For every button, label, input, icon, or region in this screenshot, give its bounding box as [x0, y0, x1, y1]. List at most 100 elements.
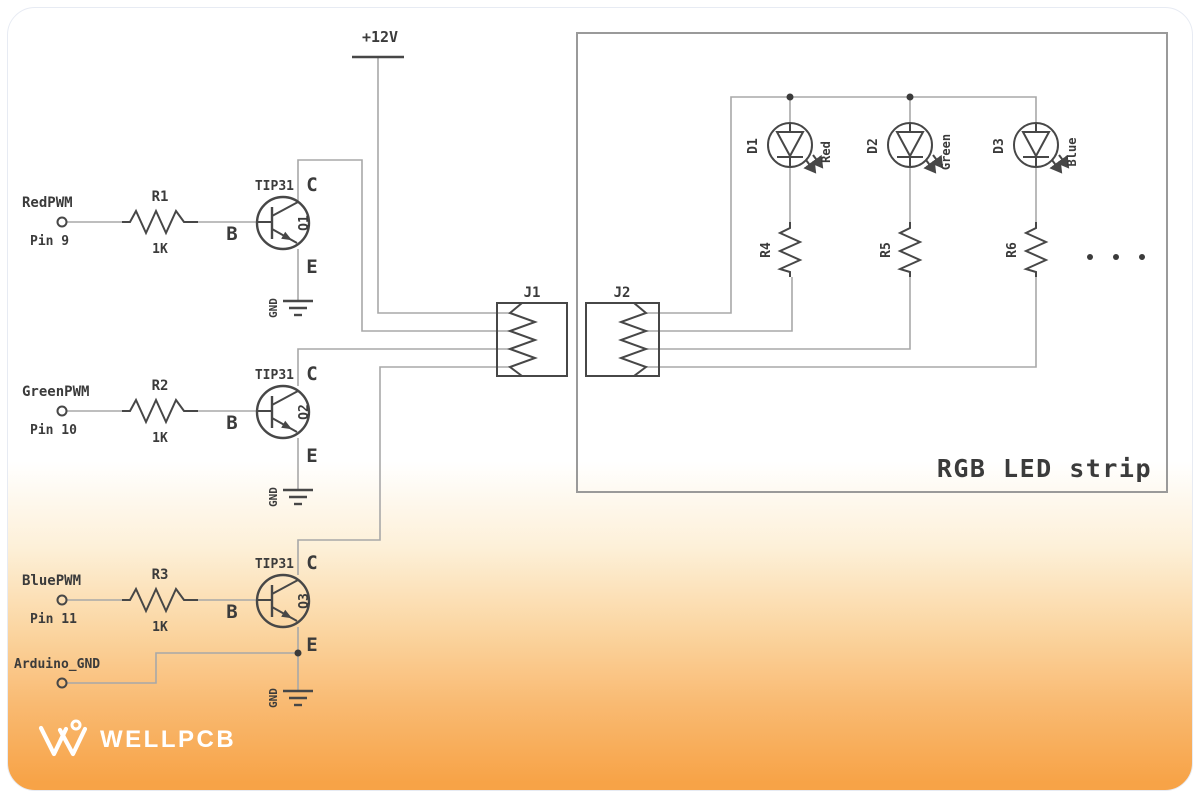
d3-ref: D3: [992, 138, 1007, 154]
wire-j2-to-r6: [659, 277, 1037, 368]
logo-dot: [70, 719, 82, 731]
arduino-gnd-terminal: [56, 677, 68, 689]
r5-ref: R5: [879, 242, 894, 258]
wire-j1-stubs: [497, 312, 512, 368]
led-emission-arrow: [923, 159, 937, 174]
led-emission-arrow: [810, 154, 824, 169]
q2-ref: Q2: [297, 404, 312, 420]
power-label: +12V: [362, 28, 398, 46]
q3-type-label: TIP31: [255, 557, 294, 572]
q2-type-label: TIP31: [255, 368, 294, 383]
q1-base-label: B: [226, 223, 237, 245]
led-circle: [887, 122, 933, 168]
r2-ref: R2: [152, 378, 169, 394]
led-circle: [1013, 122, 1059, 168]
led-d3: D3 Blue R6: [992, 122, 1079, 277]
r3-value: 1K: [152, 620, 168, 635]
gnd-symbol-q2: [283, 488, 313, 506]
r3-ref: R3: [152, 567, 169, 583]
resistor-r4: [777, 222, 803, 277]
r2-value: 1K: [152, 431, 168, 446]
dot: [1087, 254, 1093, 260]
wire-j2-to-r5: [659, 277, 911, 350]
q1-gnd-label: GND: [267, 298, 280, 318]
wire-arduino-gnd: [67, 652, 296, 684]
pin9-label: Pin 9: [30, 234, 69, 249]
wire-q2-collector-to-j1: [297, 348, 497, 386]
q2-emitter-arrow: [281, 420, 292, 430]
wire-j2-stubs: [644, 312, 659, 368]
q3-gnd-label: GND: [267, 688, 280, 708]
q1-emitter-arrow: [281, 231, 292, 241]
resistor-r1: [122, 208, 198, 236]
led-triangle: [895, 131, 925, 159]
led-triangle: [1021, 131, 1051, 159]
resistor-r3: [122, 586, 198, 614]
j2-pins-zigzag: [618, 302, 649, 377]
bluepwm-terminal: [56, 594, 68, 606]
j1-body: [496, 302, 568, 377]
q1-type-label: TIP31: [255, 179, 294, 194]
q2-gnd-label: GND: [267, 487, 280, 507]
led-strip-title: RGB LED strip: [937, 454, 1152, 483]
d1-ref: D1: [746, 138, 761, 154]
q3-collector-arm: [271, 579, 299, 595]
q3-ref: Q3: [297, 593, 312, 609]
greenpwm-terminal: [56, 405, 68, 417]
power-12v: +12V: [352, 28, 404, 59]
channel-blue: BluePWM Pin 11 R3 1K B TIP31 C Q3 E GND: [22, 552, 318, 708]
led-emission-arrow: [1049, 159, 1063, 174]
resistor-r5: [897, 222, 923, 277]
r1-ref: R1: [152, 189, 169, 205]
led-d2: D2 Green R5: [866, 122, 953, 277]
d2-ref: D2: [866, 138, 881, 154]
wire-q3-collector-to-j1: [297, 366, 497, 575]
wires: [67, 57, 1037, 690]
j1-pins-zigzag: [507, 302, 538, 377]
junction-dot: [786, 93, 794, 101]
r4-ref: R4: [759, 242, 774, 258]
redpwm-label: RedPWM: [22, 195, 73, 211]
led-d1: D1 Red R4: [746, 122, 833, 277]
pin11-label: Pin 11: [30, 612, 77, 627]
channel-green: GreenPWM Pin 10 R2 1K B TIP31 C Q2 E GND: [22, 363, 318, 507]
channel-red: RedPWM Pin 9 R1 1K B TIP31 C Q1 E GND: [22, 174, 318, 318]
junction-dot: [294, 649, 302, 657]
gnd-symbol-q3: [283, 689, 313, 707]
q3-collector-label: C: [306, 552, 317, 574]
wellpcb-logo-text: WELLPCB: [100, 726, 237, 753]
wellpcb-logo-icon: [38, 719, 88, 757]
dot: [1113, 254, 1119, 260]
connector-j2: J2: [585, 285, 660, 377]
q1-collector-label: C: [306, 174, 317, 196]
led-emission-arrow: [803, 159, 817, 174]
resistor-r6: [1023, 222, 1049, 277]
wire-12v-rail: [659, 96, 1037, 314]
wellpcb-logo: WELLPCB: [36, 718, 236, 762]
dot: [1139, 254, 1145, 260]
q2-collector-label: C: [306, 363, 317, 385]
q2-base-label: B: [226, 412, 237, 434]
r1-value: 1K: [152, 242, 168, 257]
junction-dot: [906, 93, 914, 101]
q1-collector-arm: [271, 201, 299, 217]
q3-emitter-label: E: [306, 634, 317, 656]
q1-ref: Q1: [297, 215, 312, 231]
led-circle: [767, 122, 813, 168]
wire-q1-collector-to-j1: [297, 159, 497, 332]
q3-base-label: B: [226, 601, 237, 623]
bluepwm-label: BluePWM: [22, 573, 81, 589]
d3-color: Blue: [1065, 138, 1079, 167]
q3-emitter-arrow: [281, 609, 292, 619]
arduino-gnd-label: Arduino_GND: [14, 657, 100, 672]
d2-color: Green: [939, 134, 953, 170]
background-card: [7, 7, 1193, 791]
led-strip-box: [576, 32, 1168, 493]
q1-emitter-label: E: [306, 256, 317, 278]
j2-body: [585, 302, 660, 377]
q2-collector-arm: [271, 390, 299, 406]
j1-label: J1: [524, 285, 541, 301]
j2-label: J2: [614, 285, 631, 301]
q2-emitter-label: E: [306, 445, 317, 467]
